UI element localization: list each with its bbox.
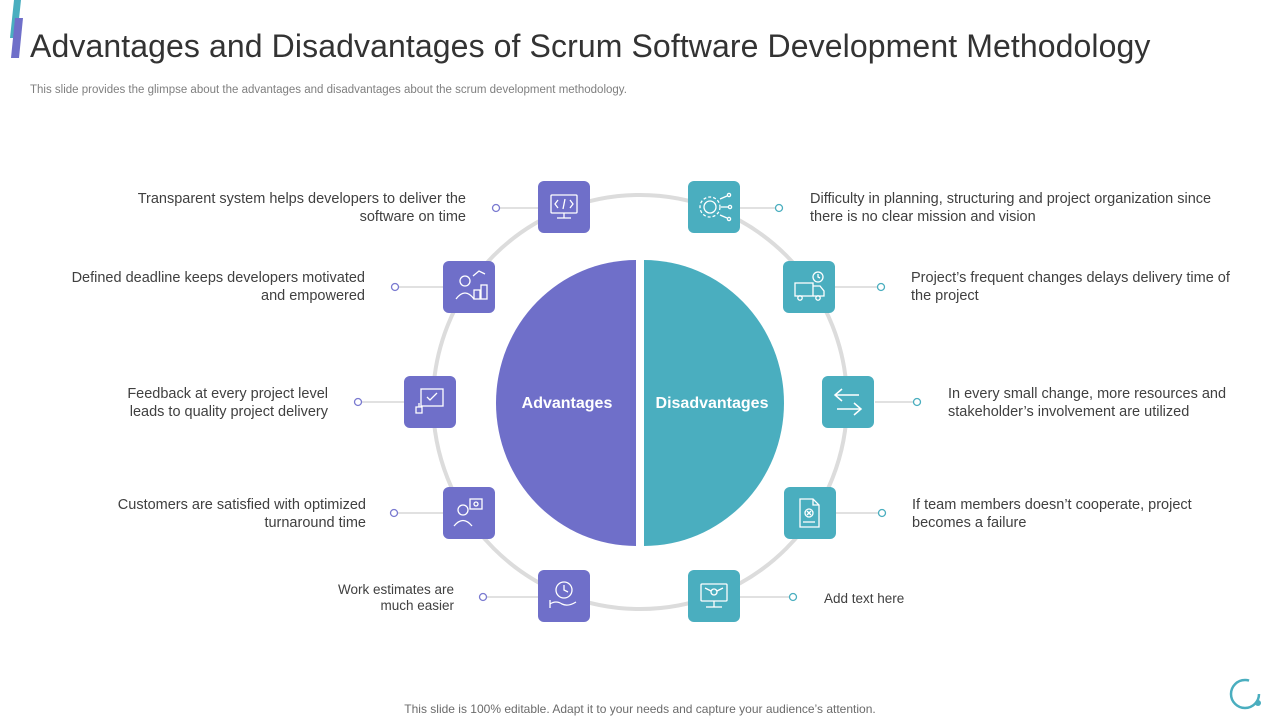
advantage-text-1: Transparent system helps developers to d… xyxy=(137,191,466,225)
page-title: Advantages and Disadvantages of Scrum So… xyxy=(30,28,1151,64)
disadvantage-text-4: If team members doesn’t cooperate, proje… xyxy=(912,497,1192,531)
outer-ring xyxy=(431,193,849,611)
footer-note: This slide is 100% editable. Adapt it to… xyxy=(404,702,876,716)
gear-network-icon xyxy=(688,181,740,233)
disadvantages-label: Disadvantages xyxy=(656,395,769,412)
disadvantage-text-2: Project’s frequent changes delays delive… xyxy=(911,270,1230,304)
disadvantage-text-5: Add text here xyxy=(824,591,905,606)
disadvantage-text-1: Difficulty in planning, structuring and … xyxy=(810,191,1212,225)
disadvantage-text-3: In every small change, more resources an… xyxy=(948,386,1227,420)
customer-satisfaction-icon xyxy=(443,487,495,539)
delivery-truck-clock-icon xyxy=(783,261,835,313)
advantages-half xyxy=(496,260,636,546)
feedback-board-icon xyxy=(404,376,456,428)
page-subtitle: This slide provides the glimpse about th… xyxy=(30,84,627,96)
disadvantages-half xyxy=(644,260,784,546)
exchange-arrows-icon xyxy=(822,376,874,428)
brand-logo-icon xyxy=(1229,678,1261,710)
advantage-text-3: Feedback at every project level leads to… xyxy=(127,386,328,420)
advantage-text-4: Customers are satisfied with optimized t… xyxy=(117,497,366,531)
advantage-text-2: Defined deadline keeps developers motiva… xyxy=(71,270,365,304)
failed-document-icon xyxy=(784,487,836,539)
computer-network-icon xyxy=(688,570,740,622)
advantages-label: Advantages xyxy=(522,395,613,412)
developer-growth-icon xyxy=(443,261,495,313)
time-estimate-icon xyxy=(538,570,590,622)
monitor-code-icon xyxy=(538,181,590,233)
accent-bars xyxy=(10,0,23,58)
advantage-text-5: Work estimates are much easier xyxy=(337,582,454,613)
